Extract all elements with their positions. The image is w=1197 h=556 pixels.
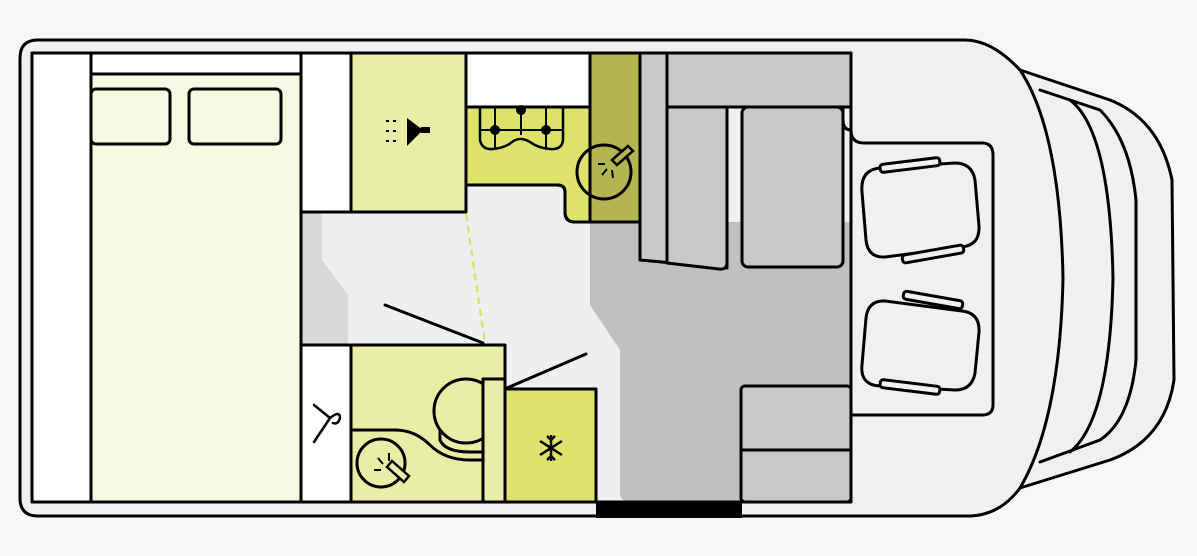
driver-seat[interactable] bbox=[860, 156, 981, 265]
left-wardrobe-strip bbox=[30, 51, 93, 504]
bed-headboard bbox=[89, 51, 303, 76]
kitchen-dark-section bbox=[590, 53, 640, 222]
cab-area bbox=[849, 105, 995, 417]
pillow-left bbox=[89, 87, 172, 146]
fridge-door-swing bbox=[505, 352, 588, 390]
entrance-door[interactable] bbox=[596, 502, 742, 518]
bathroom-counter-edge bbox=[349, 428, 485, 462]
seat-cushion[interactable] bbox=[740, 105, 845, 269]
bathroom-door-panel[interactable] bbox=[481, 377, 507, 504]
shower-door-line bbox=[464, 213, 487, 344]
kitchen-cabinet bbox=[464, 51, 592, 109]
seat-backrest-top bbox=[665, 51, 853, 109]
hanger-icon bbox=[312, 403, 342, 444]
bathroom-door-swing bbox=[383, 303, 485, 345]
windshield-inner bbox=[1038, 88, 1138, 464]
bench-cushion bbox=[665, 105, 729, 271]
cabinet-top bbox=[299, 51, 353, 214]
bed[interactable] bbox=[89, 51, 303, 504]
hob-icon bbox=[478, 105, 565, 151]
shower-icon bbox=[386, 118, 430, 146]
kitchen-sink-icon bbox=[575, 143, 635, 201]
dashboard-line bbox=[1068, 98, 1115, 454]
pillow-right bbox=[187, 87, 283, 146]
passenger-seat[interactable] bbox=[860, 289, 981, 396]
passage bbox=[301, 212, 348, 345]
windshield bbox=[1018, 68, 1065, 490]
rear-seat[interactable] bbox=[739, 384, 853, 504]
snowflake-icon bbox=[539, 435, 563, 461]
washbasin-icon bbox=[355, 437, 411, 489]
